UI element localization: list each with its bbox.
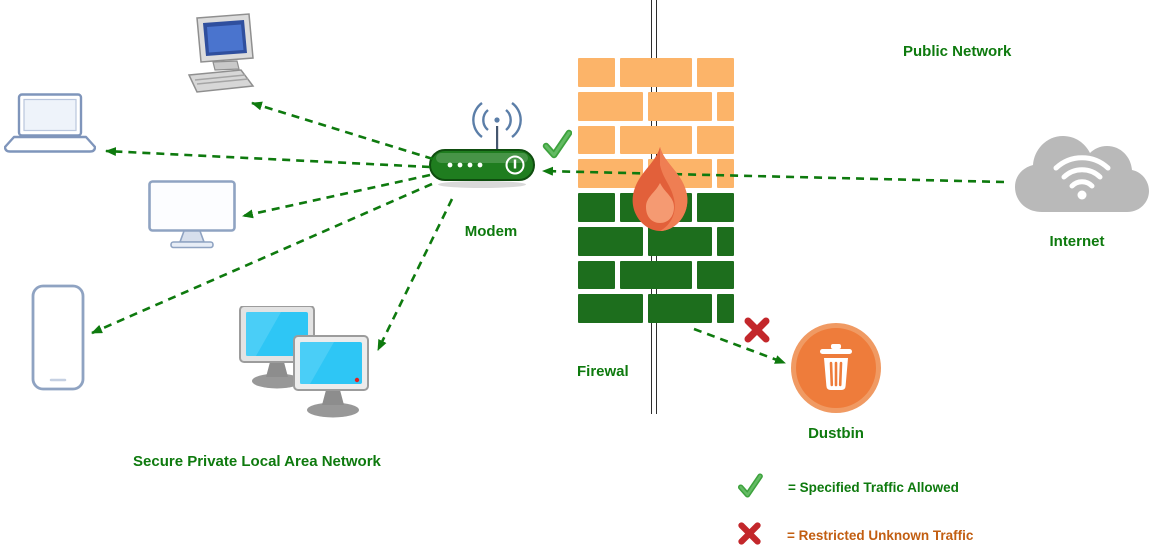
dustbin-label: Dustbin	[808, 425, 864, 442]
desktop-computer-icon	[183, 12, 265, 105]
arrow-modem-to-workstations	[376, 198, 454, 351]
wifi-icon	[1053, 155, 1111, 189]
public-network-label: Public Network	[903, 43, 1012, 60]
arrow-modem-to-desktop	[251, 101, 434, 161]
green-check-icon	[542, 128, 573, 165]
arrow-modem-to-monitor	[242, 173, 431, 219]
workstation-computers-icon	[236, 305, 372, 433]
legend-allowed-text: = Specified Traffic Allowed	[788, 480, 959, 495]
firewall-label: Firewal	[577, 363, 629, 380]
green-check-icon	[737, 472, 763, 504]
arrow-modem-to-laptop	[105, 146, 431, 169]
smartphone-icon	[31, 284, 85, 396]
internet-cloud-icon	[1008, 126, 1152, 223]
arrow-firewall-to-dustbin	[693, 327, 786, 365]
dustbin-icon	[791, 323, 881, 413]
legend-row-allowed: = Specified Traffic Allowed	[737, 472, 973, 504]
modem-icon	[428, 92, 536, 197]
lan-label: Secure Private Local Area Network	[133, 453, 381, 470]
wifi-waves-icon	[472, 102, 522, 138]
modem-label: Modem	[464, 223, 518, 240]
flame-icon	[619, 143, 701, 244]
legend: = Specified Traffic Allowed = Restricted…	[737, 472, 974, 551]
red-cross-icon	[743, 316, 771, 349]
legend-restricted-text: = Restricted Unknown Traffic	[787, 528, 974, 543]
red-cross-icon	[737, 521, 762, 551]
internet-label: Internet	[1049, 233, 1105, 250]
laptop-icon	[3, 93, 97, 160]
trash-can-icon	[820, 344, 852, 390]
monitor-icon	[148, 180, 236, 255]
legend-row-restricted: = Restricted Unknown Traffic	[737, 521, 974, 551]
